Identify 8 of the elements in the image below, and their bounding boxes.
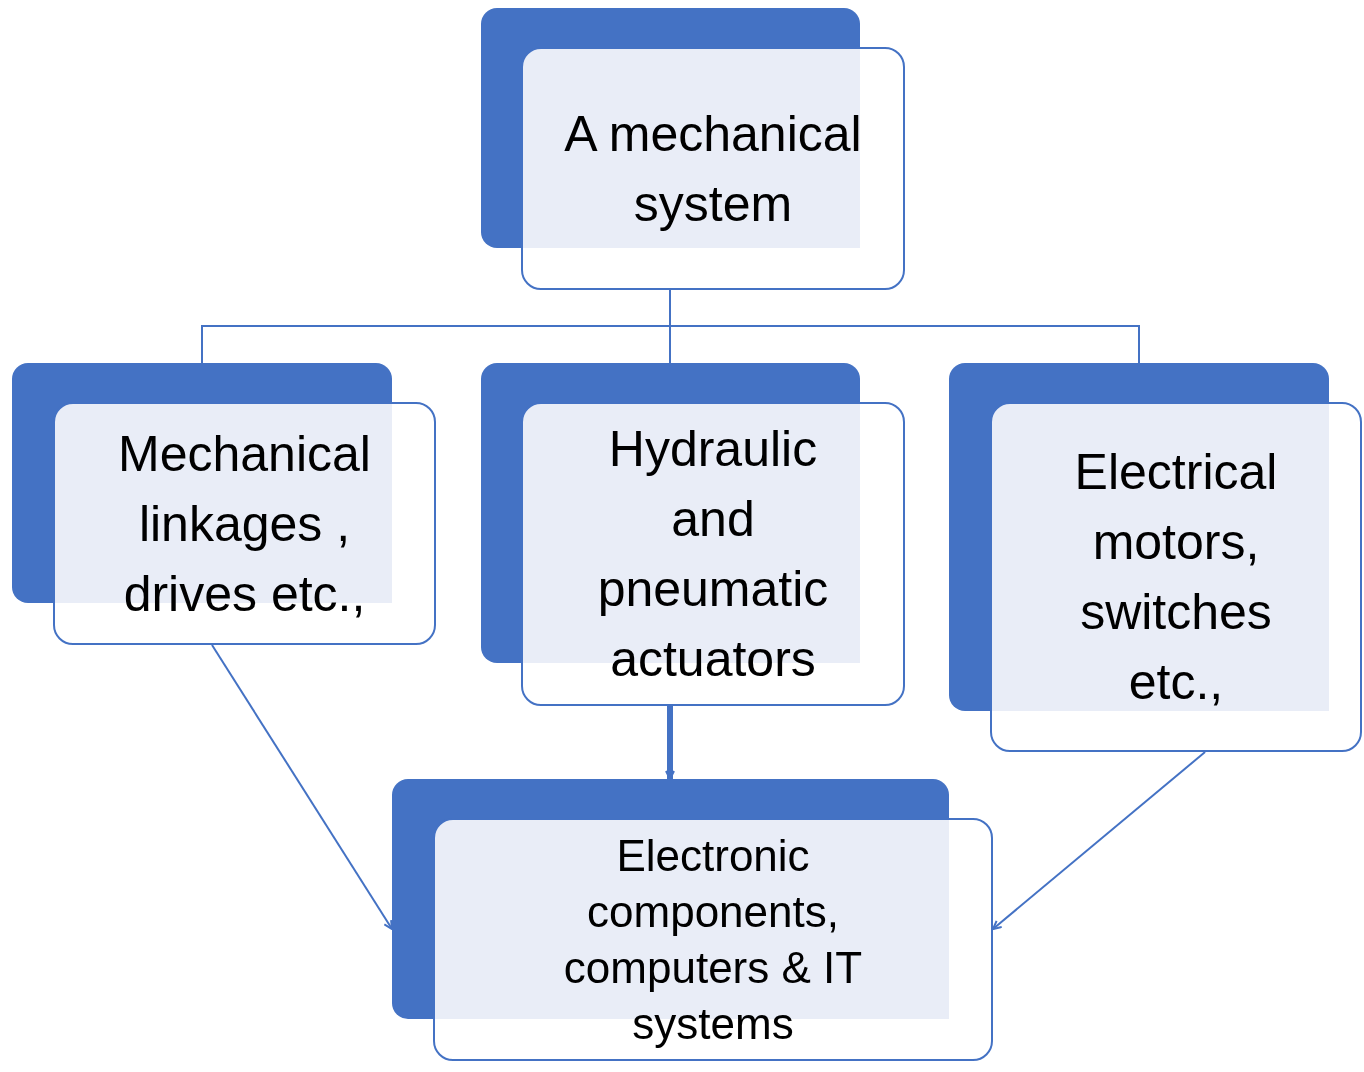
arrow	[992, 751, 1207, 930]
arrow	[665, 706, 675, 780]
arrow	[211, 644, 393, 930]
node-label: A mechanical system	[563, 104, 863, 234]
node-label: Hydraulic and pneumatic actuators	[596, 420, 830, 689]
node-label: Electronic components, computers & IT systems	[562, 829, 864, 1050]
node-label: Mechanical linkages , drives etc.,	[117, 424, 372, 624]
node-label: Electrical motors, switches etc.,	[1073, 443, 1279, 712]
